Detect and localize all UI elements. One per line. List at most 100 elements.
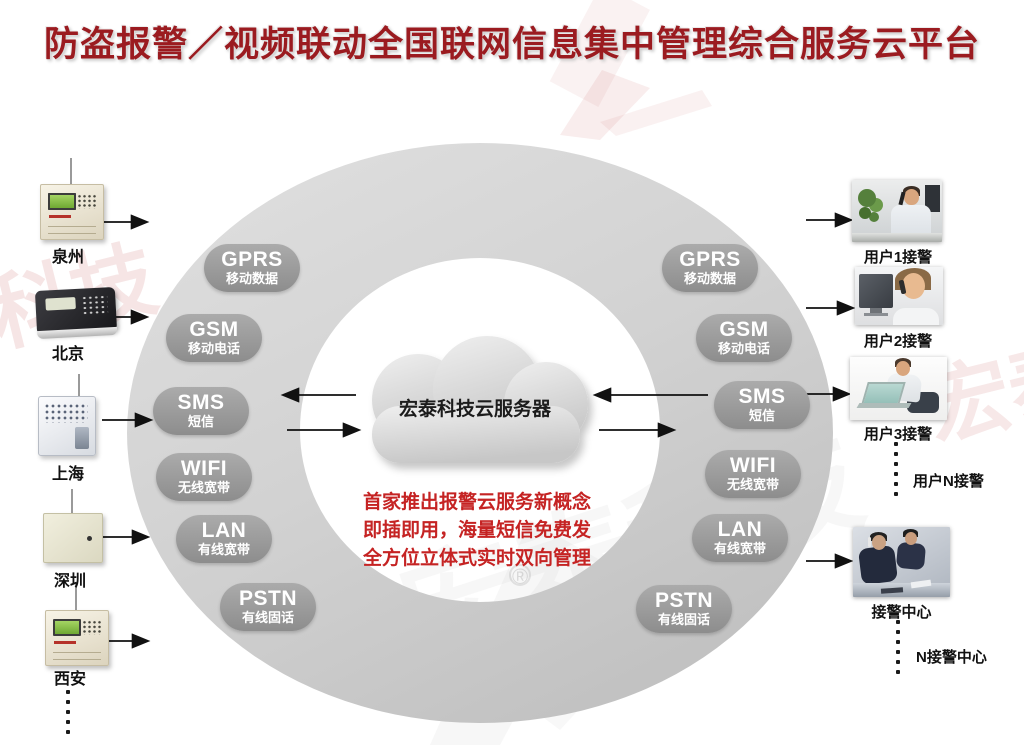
slogan-line-3: 全方位立体式实时双向管理 xyxy=(362,548,591,569)
person-head xyxy=(896,361,910,376)
dot xyxy=(66,700,70,704)
person-body xyxy=(893,308,939,325)
photo-user3-receiving xyxy=(850,357,947,420)
dot xyxy=(896,630,900,634)
monitor-stand xyxy=(870,308,882,313)
keypad xyxy=(81,294,109,316)
operator1-head xyxy=(872,535,886,550)
brand-mark xyxy=(49,215,71,218)
keypad xyxy=(77,194,97,209)
channel-name: LAN xyxy=(201,519,247,542)
city-label-shanghai: 上海 xyxy=(51,466,84,483)
dot xyxy=(894,472,898,476)
city-label-xian: 西安 xyxy=(53,671,86,688)
channel-desc: 有线固话 xyxy=(241,610,294,625)
monitor-base xyxy=(864,313,888,316)
antenna-icon xyxy=(71,489,73,513)
alarm-host-device-3 xyxy=(38,374,96,456)
operator2-head xyxy=(905,532,917,545)
dot xyxy=(896,660,900,664)
dot xyxy=(896,670,900,674)
dot xyxy=(896,640,900,644)
lcd-screen xyxy=(45,297,76,311)
channel-pill-left-pstn: PSTN 有线固话 xyxy=(220,583,316,631)
dot xyxy=(894,492,898,496)
channel-desc: 短信 xyxy=(187,414,214,429)
channel-desc: 无线宽带 xyxy=(726,477,779,492)
photo-user1-receiving xyxy=(852,180,942,242)
channel-desc: 有线固话 xyxy=(657,612,710,627)
channel-name: LAN xyxy=(717,518,763,541)
vent-slot xyxy=(48,226,96,234)
dot xyxy=(66,690,70,694)
channel-desc: 短信 xyxy=(748,408,775,423)
device-body xyxy=(38,396,96,456)
dot xyxy=(894,482,898,486)
lcd-screen xyxy=(53,619,81,636)
channel-name: GSM xyxy=(189,318,239,341)
city-label-beijing: 北京 xyxy=(51,346,84,363)
channel-name: GPRS xyxy=(221,248,283,271)
watermark-reg-mark: ® xyxy=(512,564,528,589)
cloud-server xyxy=(372,336,588,463)
channel-pill-right-pstn: PSTN 有线固话 xyxy=(636,585,732,633)
ellipsis-more-centers xyxy=(896,620,900,674)
photo-user2-receiving xyxy=(855,267,943,325)
dot xyxy=(66,720,70,724)
ellipsis-more-hosts xyxy=(66,690,70,734)
receiver-label-center: 接警中心 xyxy=(871,604,932,621)
channel-pill-right-gprs: GPRS 移动数据 xyxy=(662,244,758,292)
operator2-body xyxy=(895,541,927,571)
channel-name: WIFI xyxy=(180,457,228,480)
device-stripe xyxy=(75,427,89,449)
indicator-dot xyxy=(87,536,92,541)
slogan-text: 首家推出报警云服务新概念 即插即用，海量短信免费发 全方位立体式实时双向管理 xyxy=(352,489,602,573)
receiver-label-centerN: N接警中心 xyxy=(916,649,987,666)
receiver-label-user1: 用户1接警 xyxy=(863,249,933,266)
channel-name: SMS xyxy=(177,391,225,414)
channel-pill-right-gsm: GSM 移动电话 xyxy=(696,314,792,362)
antenna-icon xyxy=(78,374,80,396)
desk-decor xyxy=(852,233,942,242)
ellipsis-more-users xyxy=(894,442,898,496)
keypad xyxy=(82,620,102,635)
device-body xyxy=(43,513,103,563)
channel-desc: 移动电话 xyxy=(187,341,240,356)
person-head xyxy=(902,273,925,299)
dot xyxy=(894,452,898,456)
slogan-line-2: 即插即用，海量短信免费发 xyxy=(362,520,591,541)
page-title: 防盗报警／视频联动全国联网信息集中管理综合服务云平台 xyxy=(43,25,980,64)
dot xyxy=(896,650,900,654)
alarm-host-device-1 xyxy=(40,158,104,240)
keypad xyxy=(44,403,88,423)
person-head xyxy=(904,189,919,205)
arrows-right xyxy=(806,212,856,569)
channel-pill-left-gsm: GSM 移动电话 xyxy=(166,314,262,362)
city-label-quanzhou: 泉州 xyxy=(51,249,84,266)
laptop-base xyxy=(856,403,912,408)
vent-slot xyxy=(53,652,101,660)
network-ring xyxy=(127,143,833,723)
channel-desc: 移动电话 xyxy=(717,341,770,356)
antenna-icon xyxy=(70,158,72,184)
lcd-screen xyxy=(48,193,76,210)
channel-name: GPRS xyxy=(679,248,741,271)
alarm-host-device-4 xyxy=(43,489,103,563)
arrows-center xyxy=(280,387,708,438)
channel-pill-right-lan: LAN 有线宽带 xyxy=(692,514,788,562)
channel-name: GSM xyxy=(719,318,769,341)
receiver-label-userN: 用户N接警 xyxy=(913,473,984,490)
channel-pill-right-wifi: WIFI 无线宽带 xyxy=(705,450,801,498)
device-body xyxy=(34,286,118,340)
channel-name: WIFI xyxy=(729,454,777,477)
channel-pill-left-gprs: GPRS 移动数据 xyxy=(204,244,300,292)
channel-desc: 有线宽带 xyxy=(713,541,766,556)
slogan-line-1: 首家推出报警云服务新概念 xyxy=(362,492,591,513)
receiver-label-user2: 用户2接警 xyxy=(863,333,933,350)
device-body xyxy=(40,184,104,240)
channel-desc: 移动数据 xyxy=(683,271,736,286)
alarm-host-device-2 xyxy=(34,286,118,340)
device-body xyxy=(45,610,109,666)
